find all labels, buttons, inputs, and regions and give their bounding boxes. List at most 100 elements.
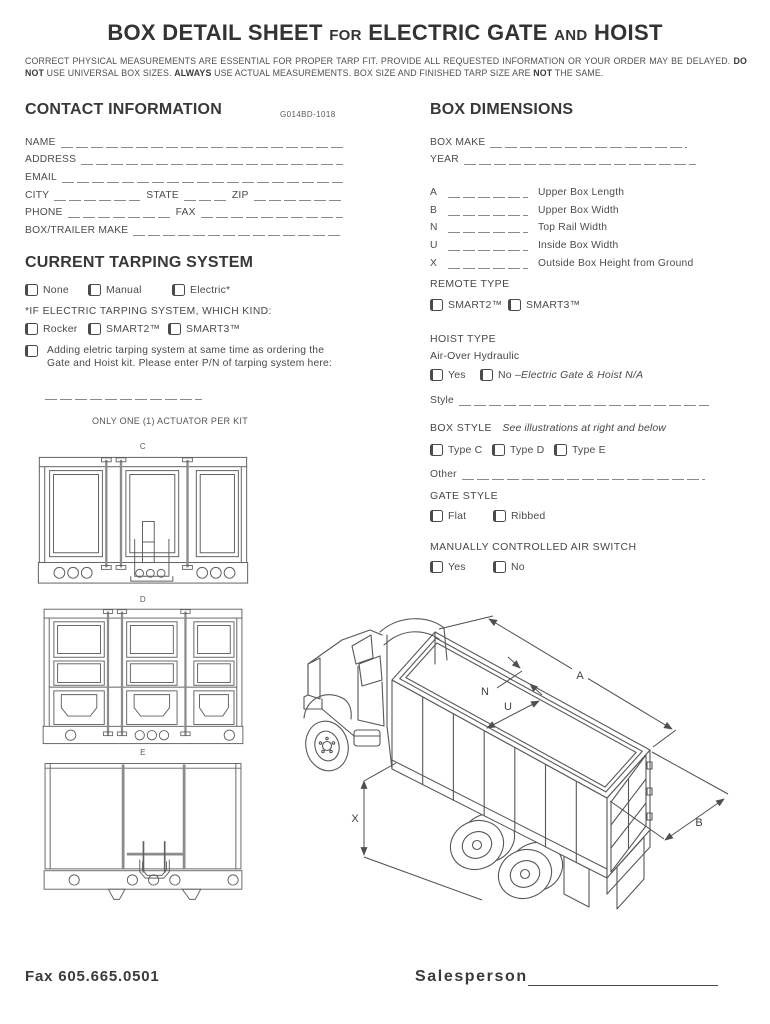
dim-n-input-line[interactable] xyxy=(448,221,528,234)
city-input-line[interactable] xyxy=(54,188,141,201)
box-style-section: BOX STYLE See illustrations at right and… xyxy=(430,418,720,480)
pn-input-line[interactable] xyxy=(45,388,202,400)
footer-fax: Fax 605.665.0501 xyxy=(25,968,160,985)
checkbox-icon[interactable] xyxy=(88,284,101,296)
kind-option-smart2[interactable]: SMART2™ xyxy=(88,323,168,335)
gate-style-options: Flat Ribbed xyxy=(430,510,720,522)
box-dimensions-heading: BOX DIMENSIONS xyxy=(430,101,574,118)
checkbox-icon[interactable] xyxy=(554,444,567,456)
gate-option-ribbed[interactable]: Ribbed xyxy=(493,510,545,522)
checkbox-icon[interactable] xyxy=(25,284,38,296)
dim-row-u: U Inside Box Width xyxy=(430,239,619,252)
contact-row-city-state-zip: CITY STATE ZIP xyxy=(25,183,343,201)
contact-row-name: NAME xyxy=(25,130,343,148)
checkbox-icon[interactable] xyxy=(430,299,443,311)
checkbox-icon[interactable] xyxy=(493,561,506,573)
email-input-line[interactable] xyxy=(61,171,343,184)
checkbox-icon[interactable] xyxy=(480,369,493,381)
address-input-line[interactable] xyxy=(81,153,343,166)
truck-dim-label-b: B xyxy=(695,817,702,829)
checkbox-icon[interactable] xyxy=(25,323,38,335)
kind-option-smart3[interactable]: SMART3™ xyxy=(168,323,240,335)
kind-option-rocker[interactable]: Rocker xyxy=(25,323,88,335)
tarping-heading: CURRENT TARPING SYSTEM xyxy=(25,254,254,271)
checkbox-icon[interactable] xyxy=(168,323,181,335)
checkbox-icon[interactable] xyxy=(172,284,185,296)
box-style-option-type-e[interactable]: Type E xyxy=(554,444,606,456)
footer-salesperson: Salesperson xyxy=(415,968,718,986)
year-input-line[interactable] xyxy=(463,153,696,166)
remote-option-smart2[interactable]: SMART2™ xyxy=(430,299,508,311)
hoist-type-section: HOIST TYPE Air-Over Hydraulic Yes No – E… xyxy=(430,333,720,406)
zip-input-line[interactable] xyxy=(253,188,343,201)
state-label: STATE xyxy=(146,189,179,201)
hoist-subtitle: Air-Over Hydraulic xyxy=(430,350,520,362)
air-switch-section: MANUALLY CONTROLLED AIR SWITCH Yes No xyxy=(430,541,720,573)
box-style-option-type-d[interactable]: Type D xyxy=(492,444,554,456)
hoist-option-yes[interactable]: Yes xyxy=(430,369,480,381)
dim-row-x: X Outside Box Height from Ground xyxy=(430,256,694,269)
other-label: Other xyxy=(430,468,457,480)
box-style-option-type-c[interactable]: Type C xyxy=(430,444,492,456)
name-input-line[interactable] xyxy=(60,135,343,148)
checkbox-icon[interactable] xyxy=(430,561,443,573)
checkbox-icon[interactable] xyxy=(430,369,443,381)
tarping-section: CURRENT TARPING SYSTEM None Manual Elect… xyxy=(25,254,345,426)
contact-heading: CONTACT INFORMATION xyxy=(25,101,222,118)
checkbox-icon[interactable] xyxy=(493,510,506,522)
box-make-row: BOX MAKE xyxy=(430,130,720,148)
box-style-d-diagram xyxy=(42,608,244,745)
year-row: YEAR xyxy=(430,148,720,166)
gate-option-flat[interactable]: Flat xyxy=(430,510,493,522)
state-input-line[interactable] xyxy=(183,188,226,201)
remote-type-options: SMART2™ SMART3™ xyxy=(430,299,720,311)
hoist-type-heading: HOIST TYPE xyxy=(430,333,497,345)
checkbox-icon[interactable] xyxy=(25,345,38,357)
remote-type-heading: REMOTE TYPE xyxy=(430,278,510,290)
tarping-option-none[interactable]: None xyxy=(25,284,88,296)
phone-input-line[interactable] xyxy=(67,206,170,219)
truck-dim-label-u: U xyxy=(504,701,512,713)
checkbox-icon[interactable] xyxy=(430,510,443,522)
checkbox-icon[interactable] xyxy=(88,323,101,335)
air-switch-heading: MANUALLY CONTROLLED AIR SWITCH xyxy=(430,541,637,553)
air-switch-option-yes[interactable]: Yes xyxy=(430,561,493,573)
intro-text: CORRECT PHYSICAL MEASUREMENTS ARE ESSENT… xyxy=(25,56,747,79)
truck-dim-label-a: A xyxy=(576,670,584,682)
remote-option-smart3[interactable]: SMART3™ xyxy=(508,299,580,311)
checkbox-icon[interactable] xyxy=(492,444,505,456)
dim-b-input-line[interactable] xyxy=(448,203,528,216)
dim-u-input-line[interactable] xyxy=(448,239,528,252)
contact-row-address: ADDRESS xyxy=(25,148,343,166)
tarping-option-manual[interactable]: Manual xyxy=(88,284,172,296)
dim-row-b: B Upper Box Width xyxy=(430,203,619,216)
address-label: ADDRESS xyxy=(25,154,77,166)
box-make-input-line[interactable] xyxy=(490,135,688,148)
dim-a-input-line[interactable] xyxy=(448,186,528,199)
hoist-option-no[interactable]: No – Electric Gate & Hoist N/A xyxy=(480,369,643,381)
phone-label: PHONE xyxy=(25,207,63,219)
gate-style-section: GATE STYLE Flat Ribbed xyxy=(430,490,720,522)
tarping-option-electric[interactable]: Electric* xyxy=(172,284,230,296)
adding-system-note: Adding eletric tarping system at same ti… xyxy=(47,345,332,370)
box-trailer-make-input-line[interactable] xyxy=(133,224,343,237)
style-input-line[interactable] xyxy=(458,393,709,406)
dim-x-input-line[interactable] xyxy=(448,256,528,269)
diagram-e-label: E xyxy=(140,748,146,757)
salesperson-label: Salesperson xyxy=(415,968,528,985)
contact-section: CONTACT INFORMATION G014BD-1018 NAME ADD… xyxy=(25,101,343,237)
contact-row-email: EMAIL xyxy=(25,165,343,184)
contact-row-phone-fax: PHONE FAX xyxy=(25,201,343,219)
checkbox-icon[interactable] xyxy=(430,444,443,456)
box-style-options: Type C Type D Type E xyxy=(430,444,720,456)
box-trailer-make-label: BOX/TRAILER MAKE xyxy=(25,225,129,237)
actuator-note: ONLY ONE (1) ACTUATOR PER KIT xyxy=(91,416,249,426)
fax-input-line[interactable] xyxy=(200,206,343,219)
page-title: BOX DETAIL SHEET FOR ELECTRIC GATE AND H… xyxy=(107,20,663,45)
electric-kind-question: *IF ELECTRIC TARPING SYSTEM, WHICH KIND: xyxy=(25,306,272,317)
salesperson-input-line[interactable] xyxy=(527,972,718,986)
diagram-c-label: C xyxy=(139,442,147,451)
air-switch-option-no[interactable]: No xyxy=(493,561,525,573)
other-input-line[interactable] xyxy=(461,467,705,480)
checkbox-icon[interactable] xyxy=(508,299,521,311)
